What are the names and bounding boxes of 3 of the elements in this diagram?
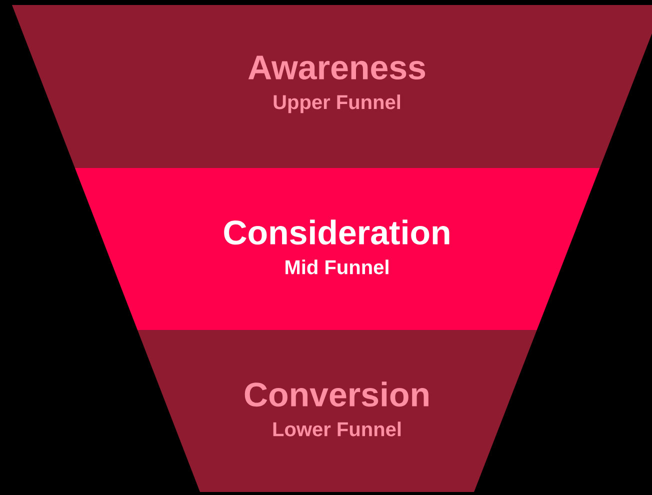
funnel-band: Conversion Lower Funnel (137, 330, 537, 492)
funnel-band: Consideration Mid Funnel (74, 168, 600, 330)
funnel-band: Awareness Upper Funnel (12, 5, 652, 168)
